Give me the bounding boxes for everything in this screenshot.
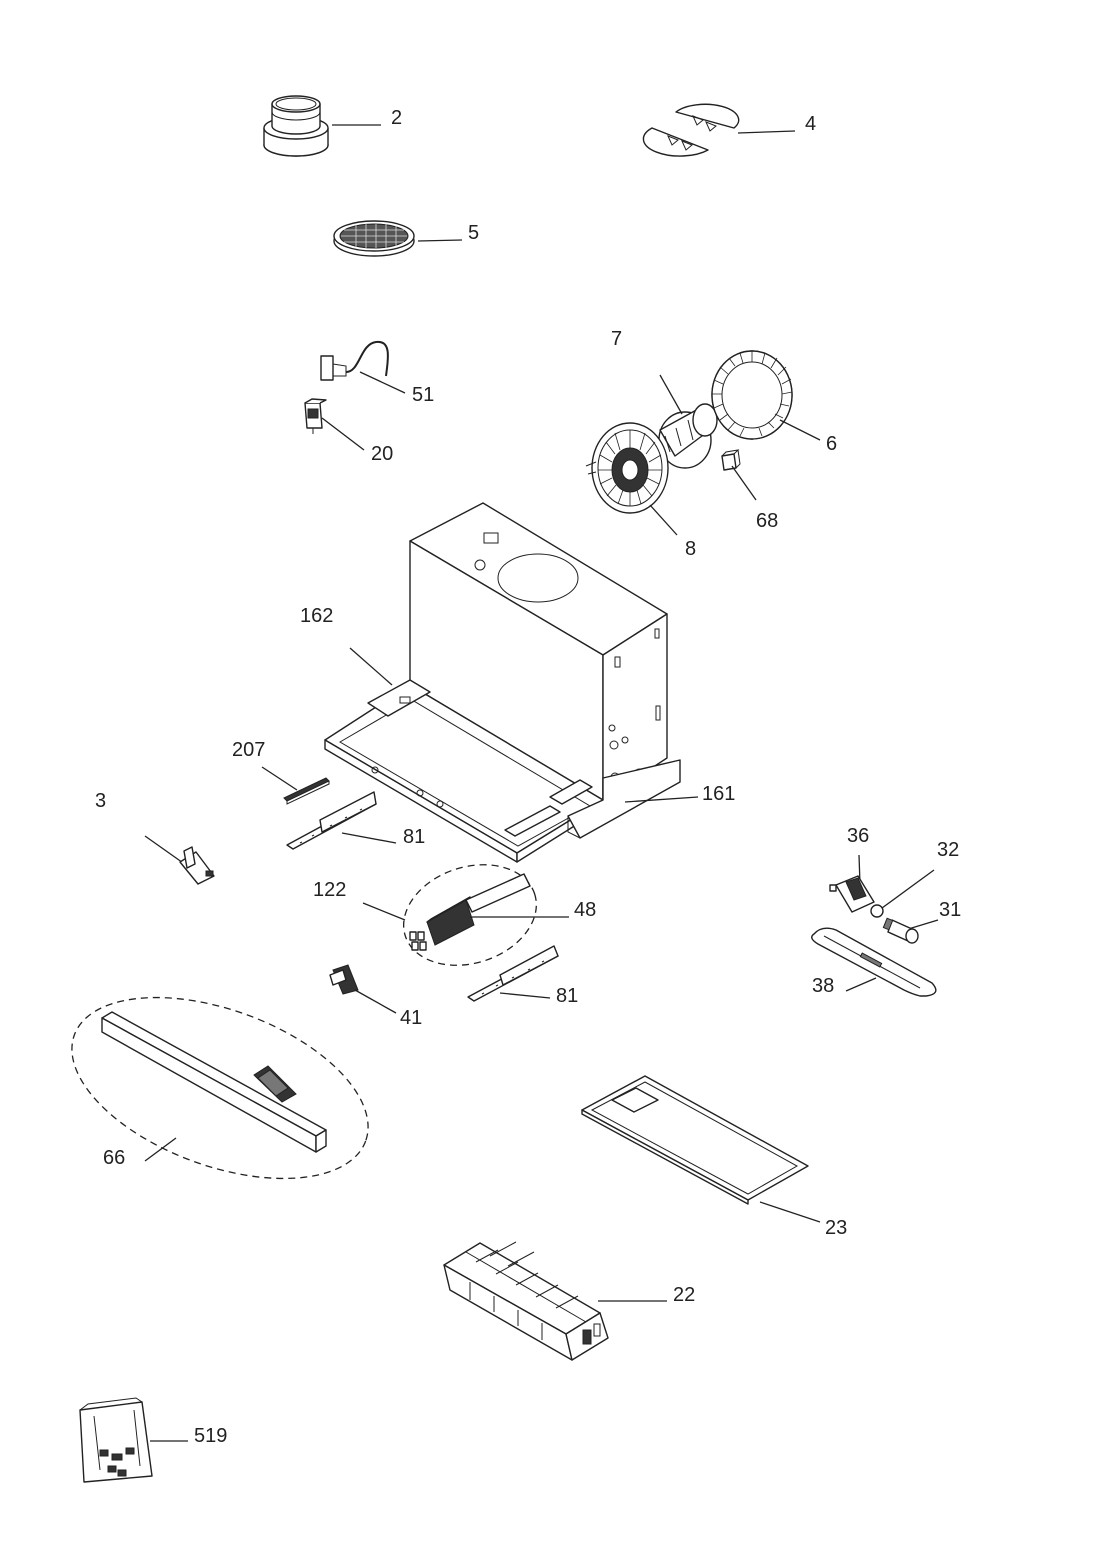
part-3-clip[interactable] xyxy=(179,846,215,885)
label-81-upper: 81 xyxy=(403,826,425,848)
label-7: 7 xyxy=(611,328,622,350)
part-23-grease-filter[interactable] xyxy=(581,1075,809,1205)
label-81-lower: 81 xyxy=(556,985,578,1007)
part-22-carbon-filter[interactable] xyxy=(443,1241,609,1361)
part-519-screw-kit[interactable] xyxy=(79,1397,153,1483)
label-31: 31 xyxy=(939,899,961,921)
label-48: 48 xyxy=(574,899,596,921)
part-41-bracket[interactable] xyxy=(329,964,359,995)
screw-icon xyxy=(99,1447,135,1477)
label-22: 22 xyxy=(673,1284,695,1306)
part-207-bracket[interactable] xyxy=(283,777,330,805)
part-31-bulb[interactable] xyxy=(882,917,919,944)
part-4-backdraft-flaps[interactable] xyxy=(642,103,740,157)
part-32-bulb-socket[interactable] xyxy=(870,904,884,918)
label-3: 3 xyxy=(95,790,106,812)
part-20-switch[interactable] xyxy=(304,398,327,434)
hood-body[interactable] xyxy=(324,502,681,863)
label-38: 38 xyxy=(812,975,834,997)
label-20: 20 xyxy=(371,443,393,465)
label-5: 5 xyxy=(468,222,479,244)
part-81-slide-rail-upper[interactable] xyxy=(286,791,377,850)
part-48-control-unit[interactable] xyxy=(409,873,531,951)
part-68-capacitor[interactable] xyxy=(721,449,741,471)
label-161: 161 xyxy=(702,783,735,805)
part-2-duct-adapter[interactable] xyxy=(263,95,329,157)
part-81-slide-rail-lower[interactable] xyxy=(467,945,559,1002)
label-4: 4 xyxy=(805,113,816,135)
label-51: 51 xyxy=(412,384,434,406)
label-32: 32 xyxy=(937,839,959,861)
label-68: 68 xyxy=(756,510,778,532)
label-6: 6 xyxy=(826,433,837,455)
label-66: 66 xyxy=(103,1147,125,1169)
part-6-blower-wheel[interactable] xyxy=(711,350,793,440)
part-51-cable[interactable] xyxy=(320,340,389,381)
part-38-lamp-cover[interactable] xyxy=(811,927,937,997)
label-122: 122 xyxy=(313,879,346,901)
part-36-lamp-holder[interactable] xyxy=(829,875,875,913)
label-519: 519 xyxy=(194,1425,227,1447)
part-8-fan-housing[interactable] xyxy=(585,422,669,514)
part-5-round-filter[interactable] xyxy=(333,220,415,257)
label-2: 2 xyxy=(391,107,402,129)
part-66-front-trim[interactable] xyxy=(101,1011,327,1153)
label-207: 207 xyxy=(232,739,265,761)
label-23: 23 xyxy=(825,1217,847,1239)
label-36: 36 xyxy=(847,825,869,847)
label-8: 8 xyxy=(685,538,696,560)
label-162: 162 xyxy=(300,605,333,627)
label-41: 41 xyxy=(400,1007,422,1029)
part-7-motor[interactable] xyxy=(658,403,718,469)
